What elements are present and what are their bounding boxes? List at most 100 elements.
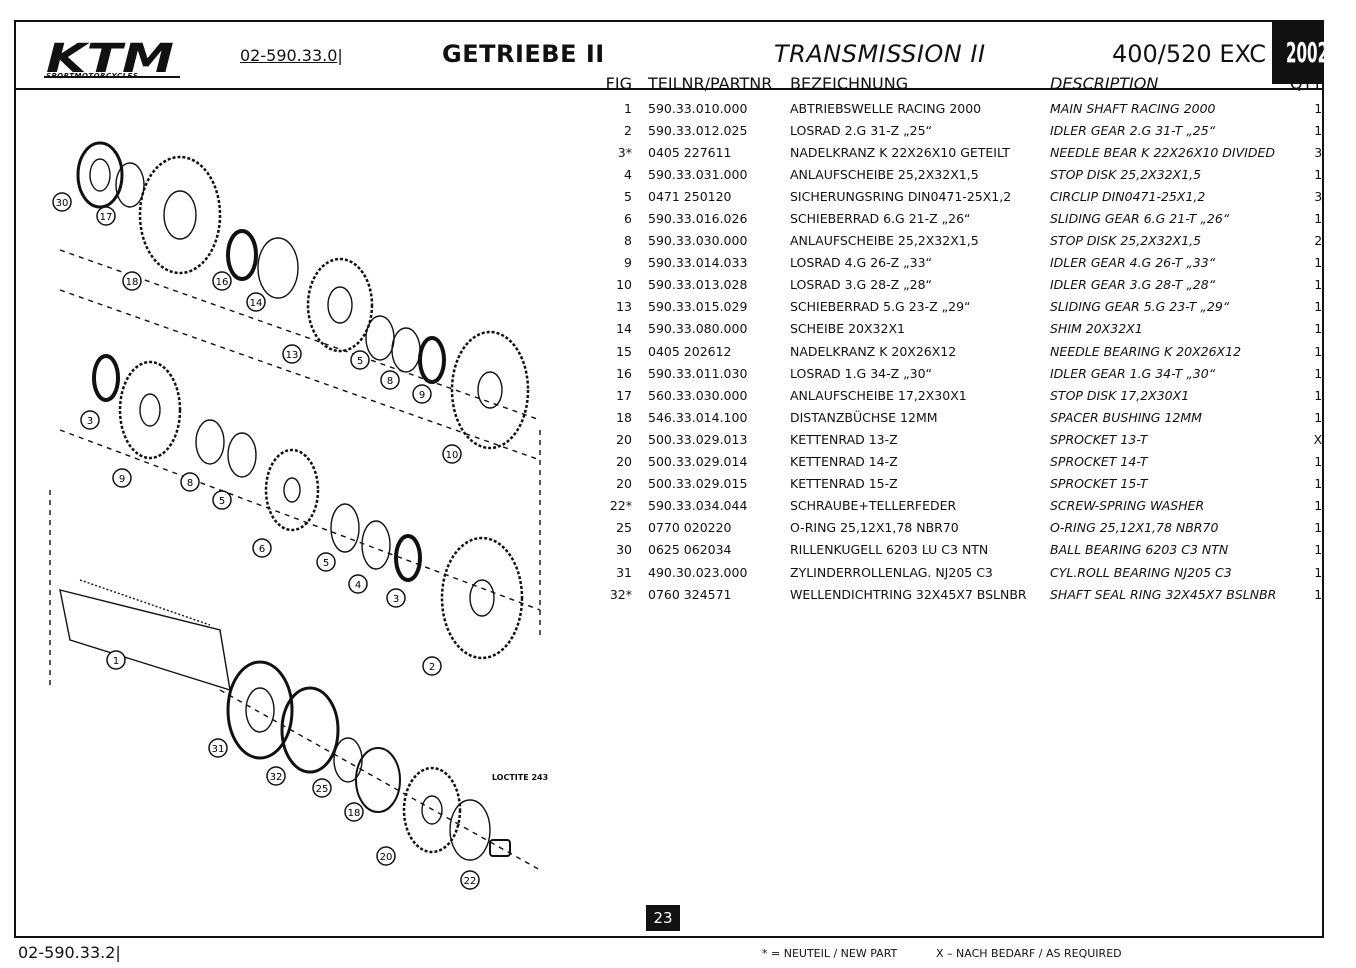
cell-description-english: BALL BEARING 6203 C3 NTN [1050,542,1229,558]
cell-part-number: 500.33.029.013 [648,431,748,447]
cell-qty: 1 [1314,542,1323,558]
cell-fig: 22* [609,498,632,514]
cell-description-english: SPACER BUSHING 12MM [1050,409,1202,425]
callout-circle [386,588,406,608]
cell-description-german: LOSRAD 3.G 28-Z „28“ [790,277,933,293]
cell-part-number: 590.33.014.033 [648,255,748,271]
cell-description-german: ANLAUFSCHEIBE 17,2X30X1 [790,387,967,403]
cell-part-number: 590.33.015.029 [648,299,748,315]
cell-part-number: 0770 020220 [648,520,732,536]
callout-circle [122,271,142,291]
cell-description-german: ZYLINDERROLLENLAG. NJ205 C3 [790,564,993,580]
parts-table: FIG TEILNR/PARTNR BEZEICHNUNG DESCRIPTIO… [588,72,1322,605]
cell-description-english: IDLER GEAR 1.G 34-T „30“ [1050,365,1216,381]
document-number: 02-590.33.0| [240,46,343,65]
cell-qty: 2 [1314,233,1323,249]
cell-part-number: 590.33.013.028 [648,277,748,293]
cell-description-english: CYL.ROLL BEARING NJ205 C3 [1050,564,1232,580]
callout-label: 5 [323,558,329,569]
cell-description-german: KETTENRAD 15-Z [790,476,898,492]
callout-circle [460,870,480,890]
callout-label: 20 [380,852,393,863]
cell-description-german: DISTANZBÜCHSE 12MM [790,409,938,425]
cell-description-english: SPROCKET 14-T [1050,454,1148,470]
callout-label: 8 [387,376,393,387]
cell-description-german: SICHERUNGSRING DIN0471-25X1,2 [790,188,1012,204]
sheet-header: KTM SPORTMOTORCYCLES 02-590.33.0| GETRIE… [16,22,1328,90]
cell-fig: 2 [624,122,632,138]
header-qty: QTY [1290,73,1323,93]
year-badge: 2002 [1272,22,1328,84]
cell-description-english: NEEDLE BEAR K 22X26X10 DIVIDED [1050,144,1275,160]
cell-description-english: MAIN SHAFT RACING 2000 [1050,100,1216,116]
cell-part-number: 590.33.010.000 [648,100,748,116]
cell-description-english: STOP DISK 25,2X32X1,5 [1050,166,1202,182]
legend-as-required: X – NACH BEDARF / AS REQUIRED [936,947,1122,960]
cell-fig: 8 [624,233,632,249]
callout-circle [312,778,332,798]
callout-label: 22 [464,876,477,887]
callout-label: 5 [357,356,363,367]
cell-description-english: NEEDLE BEARING K 20X26X12 [1050,343,1242,359]
cell-part-number: 490.30.023.000 [648,564,748,580]
callout-circle [80,410,100,430]
cell-fig: 18 [616,409,632,425]
callout-label: 1 [113,656,119,667]
cell-part-number: 590.33.016.026 [648,211,748,227]
cell-fig: 3* [617,144,632,160]
cell-qty: 1 [1314,387,1323,403]
callout-label: 4 [355,580,361,591]
cell-description-english: SCREW-SPRING WASHER [1050,498,1205,514]
cell-description-german: ANLAUFSCHEIBE 25,2X32X1,5 [790,166,979,182]
cell-fig: 6 [624,211,632,227]
cell-qty: 1 [1314,321,1323,337]
callout-circle [380,370,400,390]
cell-fig: 30 [616,542,632,558]
cell-description-german: SCHIEBERRAD 5.G 23-Z „29“ [790,299,971,315]
cell-part-number: 560.33.030.000 [648,387,748,403]
legend-new-part: * = NEUTEIL / NEW PART [762,947,898,960]
cell-fig: 14 [616,321,632,337]
parts-table-header: FIG TEILNR/PARTNR BEZEICHNUNG DESCRIPTIO… [588,72,1322,97]
cell-part-number: 590.33.031.000 [648,166,748,182]
callout-circle [180,472,200,492]
cell-part-number: 0760 324571 [648,586,732,602]
cell-qty: 1 [1314,211,1323,227]
callout-label: 32 [270,772,283,783]
callout-label: 10 [446,450,459,461]
callout-label: 8 [187,478,193,489]
callout-circle [52,192,72,212]
callout-label: 16 [216,277,229,288]
header-fig: FIG [605,73,632,93]
callout-circle [252,538,272,558]
parts-sheet: KTM SPORTMOTORCYCLES 02-590.33.0| GETRIE… [14,20,1328,938]
cell-description-german: O-RING 25,12X1,78 NBR70 [790,520,959,536]
cell-qty: 3 [1314,188,1323,204]
cell-description-english: CIRCLIP DIN0471-25X1,2 [1050,188,1206,204]
callout-circle [412,384,432,404]
cell-qty: 1 [1314,299,1323,315]
callout-circle [212,490,232,510]
callout-circle [344,802,364,822]
callout-label: 2 [429,662,435,673]
cell-qty: 1 [1314,343,1323,359]
callout-label: 5 [219,496,225,507]
footer-document-number: 02-590.33.2| [18,943,121,962]
cell-description-english: SPROCKET 15-T [1050,476,1148,492]
callout-circle [208,738,228,758]
cell-fig: 15 [616,343,632,359]
cell-fig: 16 [616,365,632,381]
cell-fig: 20 [616,476,632,492]
cell-part-number: 0405 227611 [648,144,732,160]
callout-circle [376,846,396,866]
